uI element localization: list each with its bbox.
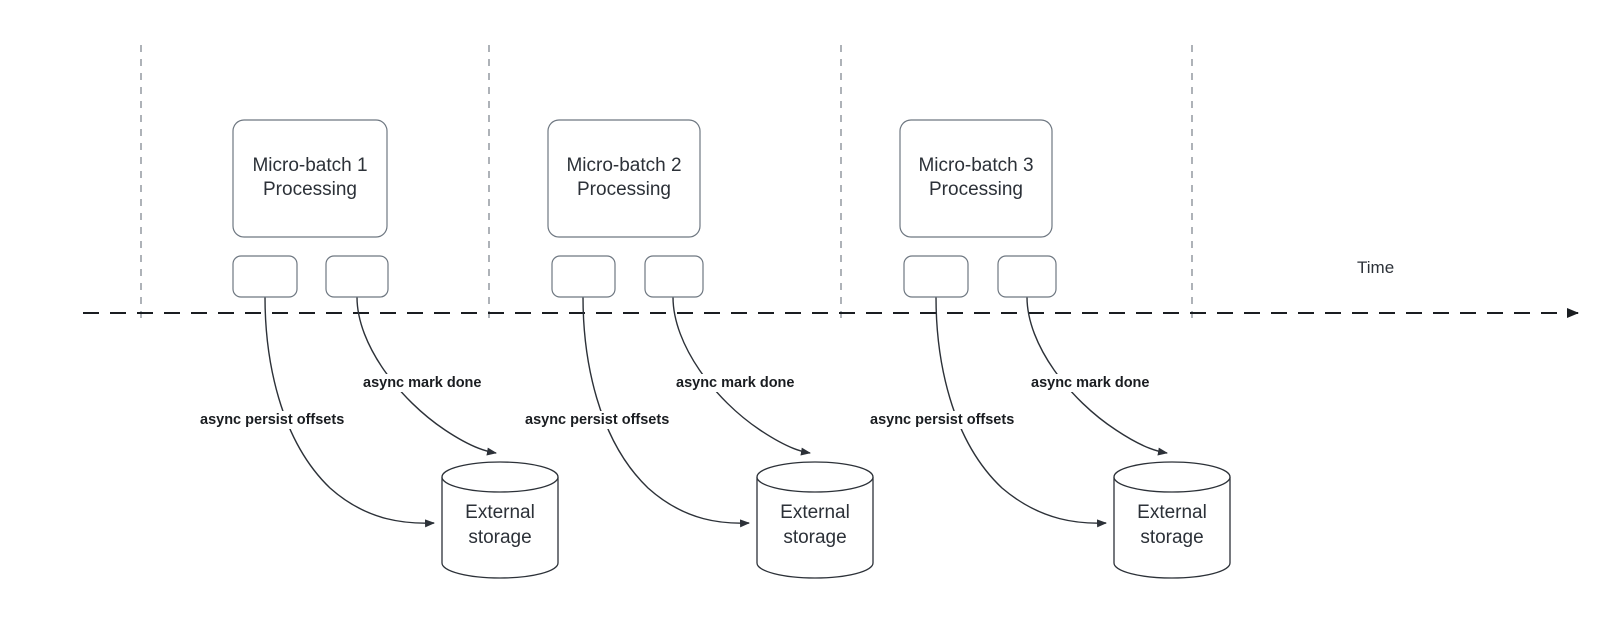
external-storage-3-body — [1113, 477, 1231, 579]
time-axis-label-group: Time — [1357, 258, 1394, 277]
async-persist-offsets-2-label: async persist offsets — [525, 412, 669, 428]
timeline-tick-lines — [140, 45, 1193, 318]
async-mark-done-3-label: async mark done — [1031, 375, 1149, 391]
external-storage-2-label-line2: storage — [783, 527, 846, 548]
async-mark-done-1-curve — [356, 296, 497, 456]
external-storage-1-body — [441, 477, 559, 579]
task-box-1a[interactable] — [232, 255, 298, 298]
task-box-1b[interactable] — [325, 255, 389, 298]
flow-edge-labels-group: async persist offsets async mark done asyn… — [197, 374, 1153, 429]
micro-batch-3-label-line1: Micro-batch 3 — [918, 155, 1033, 176]
task-box-3a[interactable] — [903, 255, 969, 298]
external-storage-1: External storage — [441, 461, 559, 579]
micro-batch-2-label-line2: Processing — [577, 179, 671, 200]
micro-batch-3-box[interactable] — [899, 119, 1053, 238]
async-persist-offsets-3-label-bg — [867, 411, 1018, 429]
async-mark-done-2-label-bg — [673, 374, 798, 392]
task-box-2a[interactable] — [551, 255, 616, 298]
async-persist-offsets-3-label: async persist offsets — [870, 412, 1014, 428]
async-mark-done-1-label-bg — [360, 374, 485, 392]
external-storage-group: External storage External storage External st… — [441, 461, 1231, 579]
async-persist-offsets-2-label-bg — [522, 411, 673, 429]
async-persist-offsets-3-curve — [935, 296, 1107, 528]
micro-batch-group: Micro-batch 1 Processing Micro-batch 2 Proc… — [232, 119, 1057, 298]
async-mark-done-3-label-bg — [1028, 374, 1153, 392]
async-mark-done-2-label: async mark done — [676, 375, 794, 391]
async-mark-done-1-label-group: async mark done — [360, 374, 485, 392]
external-storage-3: External storage — [1113, 461, 1231, 579]
micro-batch-3: Micro-batch 3 Processing — [899, 119, 1057, 298]
external-storage-1-label-line1: External — [465, 502, 535, 523]
async-mark-done-3-curve — [1026, 296, 1168, 456]
micro-batch-3-label-line2: Processing — [929, 179, 1023, 200]
async-mark-done-2-curve — [672, 296, 811, 456]
external-storage-1-top — [441, 461, 559, 493]
async-persist-offsets-1-label-bg — [197, 411, 348, 429]
async-mark-done-1-label: async mark done — [363, 375, 481, 391]
async-persist-offsets-1-curve — [264, 296, 435, 528]
external-storage-3-top — [1113, 461, 1231, 493]
async-persist-offsets-1-label: async persist offsets — [200, 412, 344, 428]
async-persist-offsets-3-label-group: async persist offsets — [867, 411, 1018, 429]
external-storage-3-label-line1: External — [1137, 502, 1207, 523]
async-mark-done-3-label-group: async mark done — [1028, 374, 1153, 392]
micro-batch-2-label-line1: Micro-batch 2 — [566, 155, 681, 176]
micro-batch-2: Micro-batch 2 Processing — [547, 119, 704, 298]
micro-batch-1-label-line2: Processing — [263, 179, 357, 200]
async-persist-offsets-2-label-group: async persist offsets — [522, 411, 673, 429]
micro-batch-1: Micro-batch 1 Processing — [232, 119, 389, 298]
external-storage-2-top — [756, 461, 874, 493]
external-storage-2-body — [756, 477, 874, 579]
micro-batch-2-box[interactable] — [547, 119, 701, 238]
external-storage-2: External storage — [756, 461, 874, 579]
task-box-3b[interactable] — [997, 255, 1057, 298]
async-mark-done-2-label-group: async mark done — [673, 374, 798, 392]
async-persist-offsets-2-curve — [582, 296, 750, 528]
external-storage-3-label-line2: storage — [1140, 527, 1203, 548]
external-storage-2-label-line1: External — [780, 502, 850, 523]
task-box-2b[interactable] — [644, 255, 704, 298]
micro-batch-1-label-line1: Micro-batch 1 — [252, 155, 367, 176]
external-storage-1-label-line2: storage — [468, 527, 531, 548]
flow-edges-group — [264, 296, 1168, 528]
micro-batch-1-box[interactable] — [232, 119, 388, 238]
time-axis-label: Time — [1357, 258, 1394, 277]
async-persist-offsets-1-label-group: async persist offsets — [197, 411, 348, 429]
